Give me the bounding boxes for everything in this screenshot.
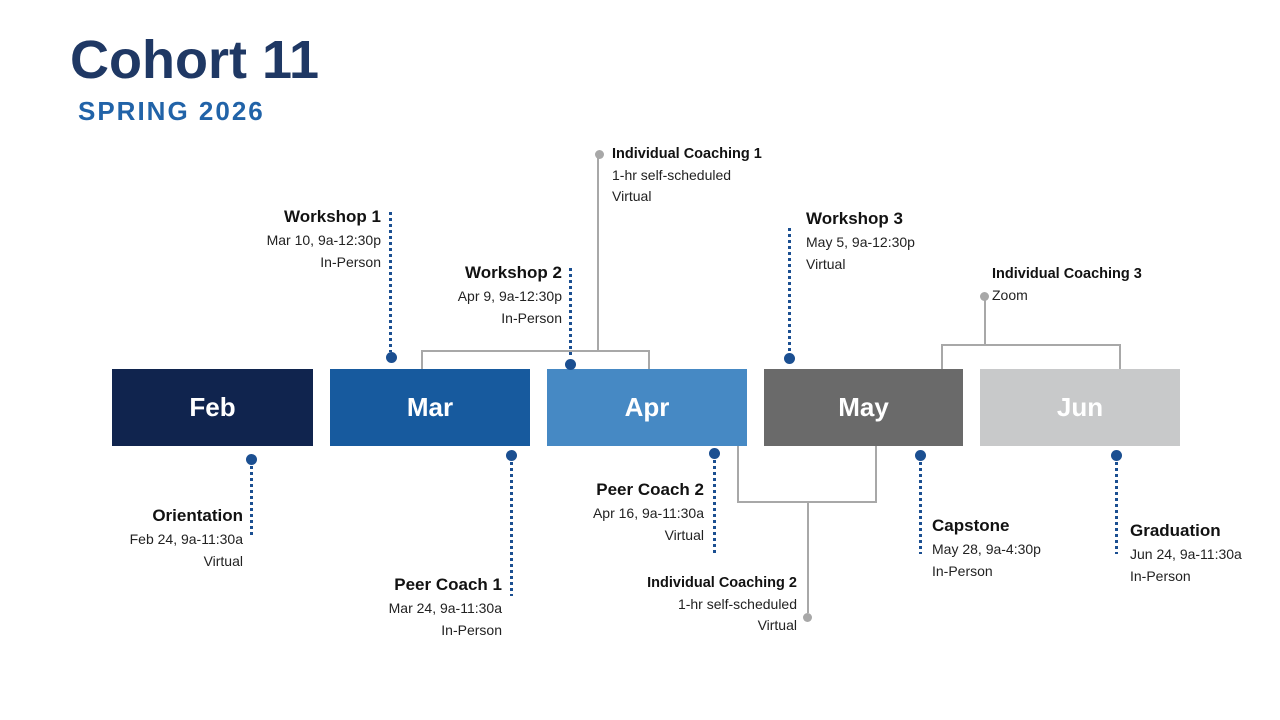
- individual-coaching-2-bracket-left-stub: [737, 446, 739, 503]
- event-peer-coach-1: Peer Coach 1 Mar 24, 9a-11:30a In-Person: [282, 572, 502, 641]
- event-datetime: Feb 24, 9a-11:30a: [129, 531, 243, 547]
- event-workshop-2: Workshop 2 Apr 9, 9a-12:30p In-Person: [342, 260, 562, 329]
- event-title: Peer Coach 2: [596, 480, 704, 499]
- individual-coaching-2-marker-dot: [803, 613, 812, 622]
- event-location: Virtual: [612, 188, 652, 204]
- peer-coach-1-connector-line: [510, 462, 513, 596]
- month-block-mar: Mar: [330, 369, 530, 446]
- workshop-1-connector-line: [389, 212, 392, 352]
- event-location: Virtual: [806, 256, 846, 272]
- workshop-2-connector-line: [569, 268, 572, 358]
- event-capstone: Capstone May 28, 9a-4:30p In-Person: [932, 513, 1132, 582]
- individual-coaching-3-bracket-left-stub: [941, 344, 943, 369]
- event-location: In-Person: [1130, 568, 1191, 584]
- event-orientation: Orientation Feb 24, 9a-11:30a Virtual: [43, 503, 243, 572]
- individual-coaching-1-bracket-right-stub: [648, 350, 650, 369]
- individual-coaching-3-bracket-right-stub: [1119, 344, 1121, 369]
- month-label-apr: Apr: [624, 392, 670, 422]
- peer-coach-2-marker-dot: [709, 448, 720, 459]
- individual-coaching-1-bracket-left-stub: [421, 350, 423, 369]
- event-workshop-1: Workshop 1 Mar 10, 9a-12:30p In-Person: [161, 204, 381, 273]
- event-location: In-Person: [441, 622, 502, 638]
- event-title: Peer Coach 1: [394, 575, 502, 594]
- event-datetime: Apr 16, 9a-11:30a: [592, 505, 704, 521]
- event-peer-coach-2: Peer Coach 2 Apr 16, 9a-11:30a Virtual: [484, 477, 704, 546]
- event-title: Workshop 3: [806, 209, 903, 228]
- event-location: In-Person: [320, 254, 381, 270]
- event-title: Individual Coaching 3: [992, 266, 1142, 282]
- event-workshop-3: Workshop 3 May 5, 9a-12:30p Virtual: [806, 206, 1026, 275]
- individual-coaching-2-stem: [807, 503, 809, 613]
- event-graduation: Graduation Jun 24, 9a-11:30a In-Person: [1130, 518, 1280, 587]
- individual-coaching-1-bracket: [421, 350, 650, 352]
- event-datetime: May 5, 9a-12:30p: [806, 234, 915, 250]
- event-title: Workshop 1: [284, 207, 381, 226]
- event-detail: 1-hr self-scheduled: [612, 167, 732, 183]
- month-block-apr: Apr: [547, 369, 747, 446]
- event-location: Virtual: [664, 527, 704, 543]
- event-datetime: Mar 24, 9a-11:30a: [388, 600, 502, 616]
- event-title: Graduation: [1130, 521, 1221, 540]
- individual-coaching-3-marker-dot: [980, 292, 989, 301]
- page-subtitle: SPRING 2026: [78, 96, 265, 126]
- month-label-may: May: [838, 392, 889, 422]
- graduation-marker-dot: [1111, 450, 1122, 461]
- month-block-feb: Feb: [112, 369, 313, 446]
- individual-coaching-1-marker-dot: [595, 150, 604, 159]
- peer-coach-1-marker-dot: [506, 450, 517, 461]
- month-label-mar: Mar: [406, 392, 454, 422]
- peer-coach-2-connector-line: [713, 460, 716, 556]
- event-location: In-Person: [501, 310, 562, 326]
- event-datetime: Jun 24, 9a-11:30a: [1130, 546, 1242, 562]
- individual-coaching-2-bracket-right-stub: [875, 446, 877, 503]
- event-title: Orientation: [152, 506, 243, 525]
- month-block-may: May: [764, 369, 963, 446]
- individual-coaching-3-stem: [984, 300, 986, 345]
- individual-coaching-1-stem: [597, 158, 599, 351]
- event-location: Virtual: [203, 553, 243, 569]
- event-datetime: May 28, 9a-4:30p: [932, 541, 1041, 557]
- month-block-jun: Jun: [980, 369, 1180, 446]
- individual-coaching-3-bracket: [941, 344, 1121, 346]
- event-title: Individual Coaching 2: [647, 575, 797, 591]
- event-title: Individual Coaching 1: [612, 146, 762, 162]
- event-individual-coaching-3: Individual Coaching 3 Zoom: [992, 264, 1222, 306]
- workshop-2-marker-dot: [565, 359, 576, 370]
- individual-coaching-2-bracket: [737, 501, 877, 503]
- month-label-jun: Jun: [1056, 392, 1104, 422]
- workshop-3-marker-dot: [784, 353, 795, 364]
- event-individual-coaching-1: Individual Coaching 1 1-hr self-schedule…: [612, 144, 842, 207]
- month-label-feb: Feb: [189, 392, 236, 422]
- orientation-marker-dot: [246, 454, 257, 465]
- workshop-3-connector-line: [788, 228, 791, 353]
- capstone-connector-line: [919, 462, 922, 554]
- event-individual-coaching-2: Individual Coaching 2 1-hr self-schedule…: [567, 573, 797, 636]
- event-title: Capstone: [932, 516, 1010, 535]
- event-location: Zoom: [992, 287, 1028, 303]
- event-title: Workshop 2: [465, 263, 562, 282]
- page-title: Cohort 11: [70, 30, 320, 90]
- graduation-connector-line: [1115, 462, 1118, 554]
- event-datetime: Apr 9, 9a-12:30p: [457, 288, 562, 304]
- orientation-connector-line: [250, 466, 253, 537]
- capstone-marker-dot: [915, 450, 926, 461]
- workshop-1-marker-dot: [386, 352, 397, 363]
- event-location: Virtual: [757, 617, 797, 633]
- event-datetime: Mar 10, 9a-12:30p: [266, 232, 381, 248]
- event-detail: 1-hr self-scheduled: [677, 596, 797, 612]
- event-location: In-Person: [932, 563, 993, 579]
